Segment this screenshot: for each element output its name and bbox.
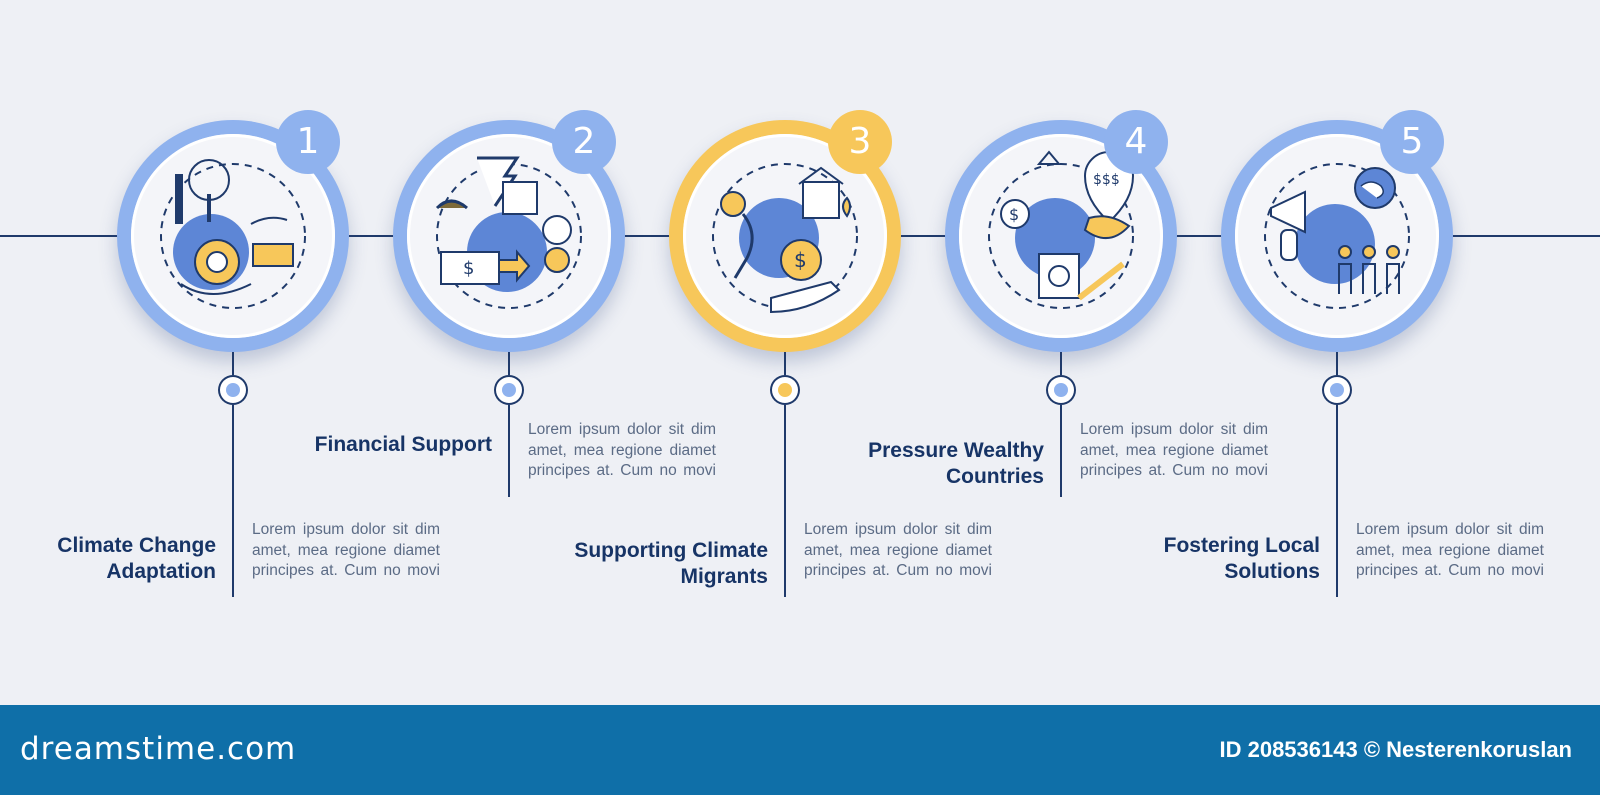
svg-text:$: $ (794, 248, 807, 272)
step-5-marker (1322, 375, 1352, 405)
step-4-ring: $ $$$ (945, 120, 1177, 352)
footer-bar: dreamstime.com ID 208536143 © Nesterenko… (0, 705, 1600, 795)
step-1-marker (218, 375, 248, 405)
step-5-title: Fostering Local Solutions (1163, 534, 1320, 583)
step-1-description: Lorem ipsum dolor sit dim amet, mea regi… (252, 521, 440, 579)
step-4-connector (1060, 352, 1062, 497)
step-3-icon-panel: $ (683, 134, 887, 338)
svg-text:$: $ (1009, 205, 1019, 224)
step-3-number-badge: 3 (828, 110, 892, 174)
step-5-ring (1221, 120, 1453, 352)
step-1-number-badge: 1 (276, 110, 340, 174)
footer-brand: dreamstime.com (20, 731, 297, 767)
step-3-description: Lorem ipsum dolor sit dim amet, mea regi… (804, 521, 992, 579)
step-4-title: Pressure Wealthy Countries (868, 439, 1044, 488)
step-2: $ 2 Financial Support Lorem ipsum dolor … (315, 0, 716, 705)
step-2-connector (508, 352, 510, 497)
cash-house-tornado-icon: $ (435, 156, 582, 309)
step-2-marker (494, 375, 524, 405)
step-5-number-badge: 5 (1380, 110, 1444, 174)
footer-credit: ID 208536143 © Nesterenkoruslan (1219, 737, 1572, 762)
step-1-connector (232, 352, 234, 597)
step-3-marker (770, 375, 800, 405)
step-4-marker (1046, 375, 1076, 405)
step-5-description: Lorem ipsum dolor sit dim amet, mea regi… (1356, 521, 1544, 579)
migrant-money-hand-icon: $ (712, 163, 858, 314)
step-3-title: Supporting Climate Migrants (574, 539, 768, 588)
megaphone-globe-people-icon (1264, 163, 1410, 309)
step-3-ring: $ (669, 120, 901, 352)
step-1: 1 Climate Change Adaptation Lorem ipsum … (57, 0, 440, 705)
step-2-title: Financial Support (314, 433, 492, 456)
step-2-number-badge: 2 (552, 110, 616, 174)
step-5: 5 Fostering Local Solutions Lorem ipsum … (1164, 0, 1544, 705)
svg-text:$$$: $$$ (1093, 172, 1120, 188)
step-4: $ $$$ 4 Pressure Wealthy Countries Lorem… (868, 0, 1268, 705)
step-3: $ 3 Supporting Climate Migrants Lorem ip… (574, 0, 992, 705)
farmer-tree-recycle-icon (160, 159, 306, 309)
step-2-description: Lorem ipsum dolor sit dim amet, mea regi… (528, 421, 716, 479)
step-4-description: Lorem ipsum dolor sit dim amet, mea regi… (1080, 421, 1268, 479)
step-3-connector (784, 352, 786, 597)
step-5-connector (1336, 352, 1338, 597)
svg-text:$: $ (463, 258, 474, 279)
infographic: 1 Climate Change Adaptation Lorem ipsum … (0, 0, 1600, 705)
step-1-title: Climate Change Adaptation (57, 534, 216, 583)
step-4-number-badge: 4 (1104, 110, 1168, 174)
